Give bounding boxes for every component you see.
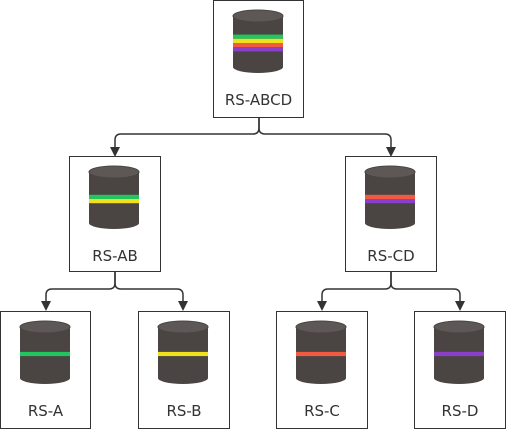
node-rs-cd: RS-CD bbox=[345, 156, 437, 272]
database-icon bbox=[157, 320, 209, 384]
stripe-red bbox=[233, 43, 283, 48]
stripe-yellow bbox=[158, 351, 208, 357]
node-label: RS-AB bbox=[92, 247, 138, 265]
node-rs-ab: RS-AB bbox=[69, 156, 161, 272]
stripe-red bbox=[365, 194, 415, 199]
edge-ab-a bbox=[41, 272, 116, 311]
stripe-red bbox=[296, 351, 346, 357]
node-rs-a: RS-A bbox=[0, 311, 91, 429]
edge-ab-b bbox=[114, 272, 188, 311]
database-icon bbox=[433, 320, 485, 384]
edge-root-cd bbox=[258, 118, 396, 157]
node-rs-c: RS-C bbox=[276, 311, 368, 429]
cylinder-top bbox=[232, 9, 284, 23]
database-icon bbox=[232, 9, 284, 73]
cylinder-top bbox=[157, 320, 209, 334]
node-rs-d: RS-D bbox=[414, 311, 506, 429]
node-label: RS-D bbox=[441, 402, 479, 420]
database-icon bbox=[364, 165, 416, 229]
cylinder-top bbox=[433, 320, 485, 334]
cylinder-top bbox=[364, 165, 416, 179]
node-label: RS-ABCD bbox=[224, 91, 293, 109]
cylinder-top bbox=[88, 165, 140, 179]
node-label: RS-B bbox=[166, 402, 202, 420]
database-icon bbox=[88, 165, 140, 229]
stripe-yellow bbox=[89, 199, 139, 204]
node-label: RS-A bbox=[27, 402, 64, 420]
stripe-green bbox=[89, 194, 139, 199]
edge-cd-c bbox=[317, 272, 392, 311]
stripe-purple bbox=[365, 199, 415, 204]
database-icon bbox=[19, 320, 71, 384]
edge-cd-d bbox=[390, 272, 465, 311]
stripe-green bbox=[20, 351, 70, 357]
cylinder-top bbox=[19, 320, 71, 334]
stripe-purple bbox=[233, 47, 283, 52]
edge-root-ab bbox=[110, 118, 260, 157]
database-icon bbox=[295, 320, 347, 384]
stripe-yellow bbox=[233, 38, 283, 43]
node-rs-abcd: RS-ABCD bbox=[213, 0, 304, 118]
node-rs-b: RS-B bbox=[138, 311, 230, 429]
cylinder-top bbox=[295, 320, 347, 334]
stripe-green bbox=[233, 34, 283, 39]
node-label: RS-CD bbox=[367, 247, 415, 265]
node-label: RS-C bbox=[304, 402, 340, 420]
stripe-purple bbox=[434, 351, 484, 357]
